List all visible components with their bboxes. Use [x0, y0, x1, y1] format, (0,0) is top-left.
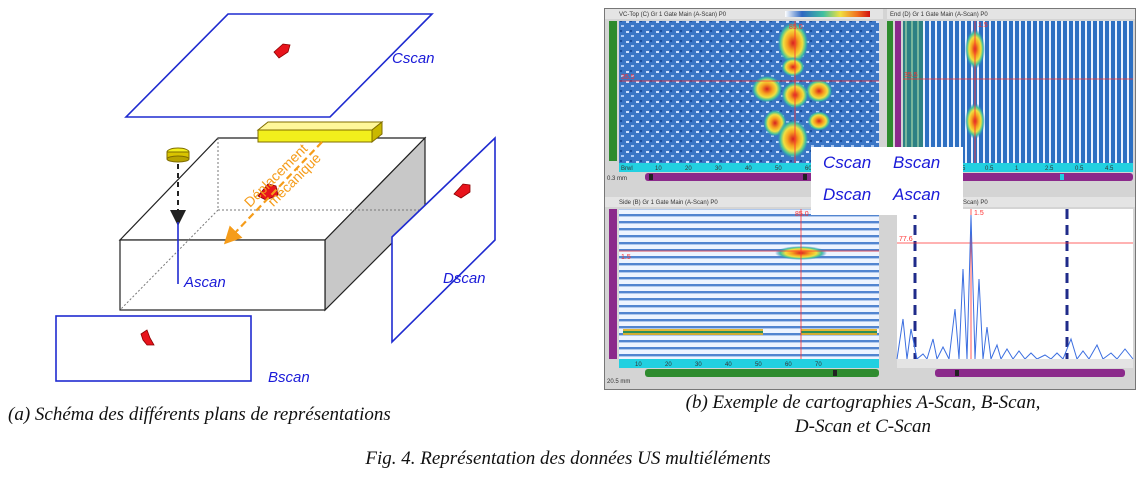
svg-text:35.5: 35.5: [621, 74, 635, 81]
svg-text:End (D) Gr 1 Gate Main (A-Scan: End (D) Gr 1 Gate Main (A-Scan) P0: [890, 12, 988, 18]
svg-text:1.5: 1.5: [621, 254, 631, 261]
svg-text:-Scan) P0: -Scan) P0: [961, 200, 988, 206]
svg-text:1.5: 1.5: [974, 210, 984, 217]
svg-text:20: 20: [665, 362, 672, 368]
cscan-plane: [124, 13, 434, 118]
ascan-label: Ascan: [184, 274, 226, 291]
schematic-diagram: Déplacement mécanique: [55, 13, 496, 382]
svg-text:77.6: 77.6: [899, 236, 913, 243]
overlay-cscan-label: Cscan: [823, 153, 872, 172]
svg-text:30: 30: [695, 362, 702, 368]
svg-text:85.0: 85.0: [789, 24, 803, 31]
cscan-defect: [273, 43, 291, 59]
svg-text:50: 50: [755, 362, 762, 368]
svg-text:2.5: 2.5: [1045, 166, 1054, 172]
svg-text:0.3 mm: 0.3 mm: [607, 176, 627, 182]
dscan-label: Dscan: [443, 270, 486, 287]
dscan-defect: [453, 183, 471, 199]
svg-text:20: 20: [685, 166, 692, 172]
figure-caption: Fig. 4. Représentation des données US mu…: [365, 448, 771, 469]
svg-text:60: 60: [805, 166, 812, 172]
overlay-dscan-label: Dscan: [823, 185, 872, 204]
svg-text:10: 10: [655, 166, 662, 172]
svg-text:40: 40: [745, 166, 752, 172]
overlay-bscan-label: Bscan: [893, 153, 941, 172]
svg-text:60: 60: [785, 362, 792, 368]
panel-bottom-left: Side (B) Gr 1 Gate Main (A-Scan) P0 85.0…: [605, 197, 883, 385]
panel-bottom-right: -Scan) P0 1.5 77.6: [887, 197, 1135, 377]
svg-text:70: 70: [815, 362, 822, 368]
svg-text:1: 1: [1015, 166, 1019, 172]
svg-text:30: 30: [715, 166, 722, 172]
svg-text:Side (B) Gr 1 Gate Main (A-Sca: Side (B) Gr 1 Gate Main (A-Scan) P0: [619, 200, 718, 206]
svg-text:85.0: 85.0: [795, 211, 809, 218]
svg-text:0.5: 0.5: [1075, 166, 1084, 172]
block-front: [119, 239, 326, 311]
panel-top-left: VC-Top (C) Gr 1 Gate Main (A-Scan) P0 85…: [605, 9, 883, 182]
svg-text:35.5: 35.5: [904, 72, 918, 79]
panel-top-right: End (D) Gr 1 Gate Main (A-Scan) P0 1.5 3…: [887, 9, 1135, 181]
scan-views-svg: VC-Top (C) Gr 1 Gate Main (A-Scan) P0 85…: [605, 9, 1135, 385]
ascan-signal: [896, 214, 1134, 361]
svg-text:1.5: 1.5: [978, 22, 988, 29]
cscan-label: Cscan: [392, 50, 435, 67]
linear-probe: [256, 121, 384, 131]
caption-right-line2: D-Scan et C-Scan: [794, 416, 932, 437]
scan-views-screenshot: VC-Top (C) Gr 1 Gate Main (A-Scan) P0 85…: [604, 8, 1136, 390]
caption-left: (a) Schéma des différents plans de repré…: [8, 404, 391, 425]
motion-arrow: [223, 141, 323, 245]
bscan-plane: [55, 315, 252, 382]
svg-text:20.5 mm: 20.5 mm: [607, 379, 630, 385]
svg-text:VC-Top (C) Gr 1 Gate Main (A-S: VC-Top (C) Gr 1 Gate Main (A-Scan) P0: [619, 12, 727, 18]
svg-text:10: 10: [635, 362, 642, 368]
bscan-defect: [140, 329, 155, 346]
svg-text:Brwl: Brwl: [621, 166, 633, 172]
scan-overlay-box: Cscan Bscan Dscan Ascan: [811, 147, 963, 215]
overlay-ascan-label: Ascan: [893, 185, 941, 204]
bscan-label: Bscan: [268, 369, 310, 386]
svg-text:4.5: 4.5: [1105, 166, 1114, 172]
svg-text:50: 50: [775, 166, 782, 172]
caption-right-line1: (b) Exemple de cartographies A-Scan, B-S…: [685, 392, 1041, 413]
svg-text:0.5: 0.5: [985, 166, 994, 172]
svg-text:40: 40: [725, 362, 732, 368]
